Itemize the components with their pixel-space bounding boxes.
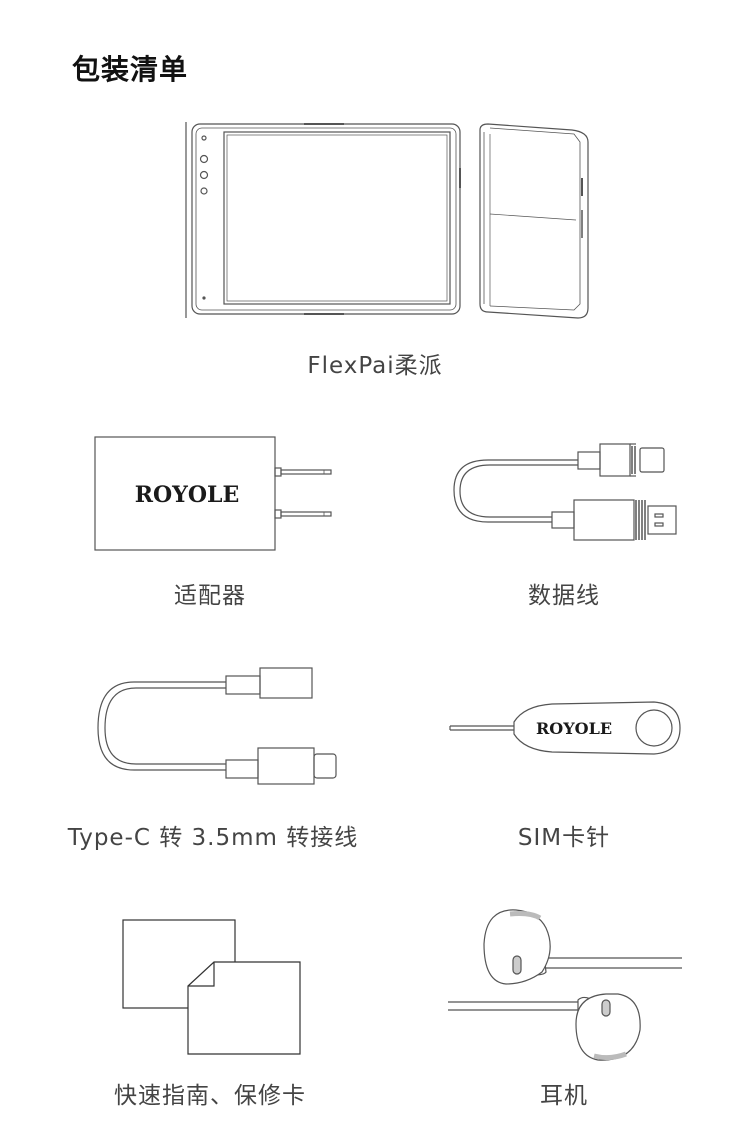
sim-pin-illustration: ROYOLE <box>448 700 684 760</box>
adapter-illustration: ROYOLE <box>94 436 334 552</box>
caption-guides: 快速指南、保修卡 <box>114 1083 306 1109</box>
guides-illustration <box>122 918 304 1058</box>
phone-illustration <box>184 118 604 322</box>
caption-phone: FlexPai柔派 <box>307 353 443 379</box>
caption-earphones: 耳机 <box>540 1083 588 1109</box>
earphones-illustration <box>446 904 684 1070</box>
caption-data-cable: 数据线 <box>528 583 600 609</box>
sim-pin-brand: ROYOLE <box>536 719 612 738</box>
typec-adapter-illustration <box>92 662 342 794</box>
adapter-brand: ROYOLE <box>135 482 240 508</box>
data-cable-illustration <box>448 440 688 550</box>
caption-sim-pin: SIM卡针 <box>517 825 611 851</box>
caption-adapter: 适配器 <box>174 583 246 609</box>
page-title: 包装清单 <box>72 53 189 86</box>
caption-typec-adapter: Type-C 转 3.5mm 转接线 <box>67 825 359 851</box>
